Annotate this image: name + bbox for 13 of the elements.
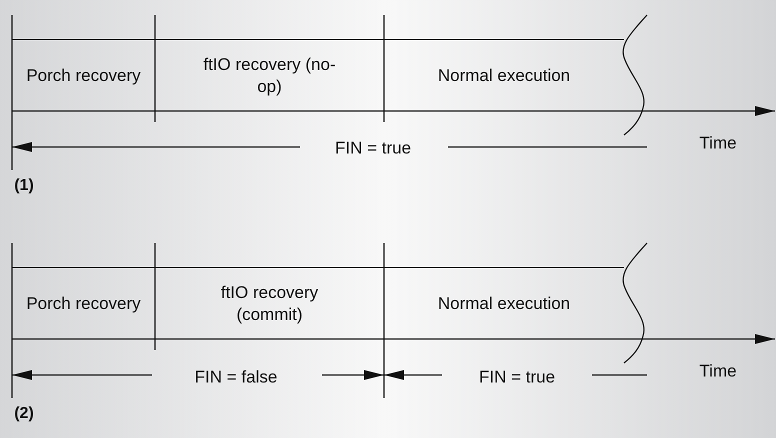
span-label: FIN = true <box>334 140 412 156</box>
segment-label: Normal execution <box>438 292 570 314</box>
axis-label: Time <box>699 362 737 380</box>
axis-label: Time <box>699 134 737 152</box>
segment-label: ftIO recovery (no-op) <box>202 54 337 98</box>
panel-number: (1) <box>14 178 34 194</box>
panel-number: (2) <box>14 406 34 422</box>
segment-label: Porch recovery <box>26 292 141 314</box>
span-label: FIN = false <box>194 368 278 386</box>
segment-label: Porch recovery <box>26 64 141 86</box>
segment-label: ftIO recovery (commit) <box>220 282 320 326</box>
span-label: FIN = true <box>478 368 556 386</box>
segment-label: Normal execution <box>438 64 570 86</box>
